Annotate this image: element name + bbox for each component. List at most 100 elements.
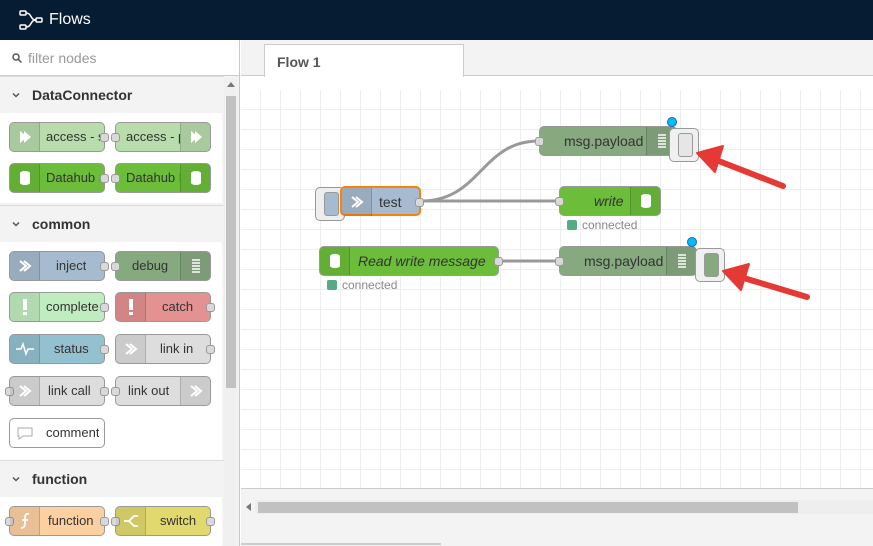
database-icon xyxy=(180,164,210,192)
palette-node-datahub-publish[interactable]: Datahub Publish xyxy=(111,163,211,193)
flow-node-test[interactable]: test xyxy=(340,186,424,216)
category-function-body: function switch xyxy=(0,497,222,546)
palette-node-link-out[interactable]: link out xyxy=(111,376,211,406)
palette-node-debug[interactable]: debug xyxy=(111,251,211,281)
input-port[interactable] xyxy=(5,387,14,396)
palette-node-complete[interactable]: complete xyxy=(9,292,109,322)
input-port[interactable] xyxy=(111,174,120,183)
chevron-down-icon xyxy=(12,476,20,482)
inject-arrow-icon xyxy=(10,252,40,280)
search-icon xyxy=(12,52,22,63)
palette-node-inject[interactable]: inject xyxy=(9,251,109,281)
function-icon xyxy=(10,507,40,535)
flow-node-write[interactable]: write xyxy=(555,186,661,216)
read-node-status: connected xyxy=(327,278,397,292)
status-dot-icon xyxy=(327,280,337,290)
output-port[interactable] xyxy=(100,133,109,142)
comment-icon xyxy=(10,419,40,447)
output-port[interactable] xyxy=(100,262,109,271)
flow-canvas[interactable]: test msg.payload write connected xyxy=(241,90,873,488)
input-port[interactable] xyxy=(111,133,120,142)
input-port[interactable] xyxy=(555,257,564,266)
tab-flow-1[interactable]: Flow 1 xyxy=(264,44,464,77)
red-arrow-icon xyxy=(722,263,810,300)
category-common-header[interactable]: common xyxy=(0,205,224,241)
status-dot-icon xyxy=(567,220,577,230)
debug-list-icon xyxy=(180,252,210,280)
category-label: DataConnector xyxy=(32,86,133,103)
link-in-icon xyxy=(116,335,146,363)
debug-toggle-button-on[interactable] xyxy=(695,248,725,282)
palette-node-status[interactable]: status xyxy=(9,334,109,364)
annotation-layer xyxy=(696,145,810,300)
output-port[interactable] xyxy=(415,198,424,207)
node-red-logo-icon xyxy=(19,10,43,30)
wire-test-to-debug1 xyxy=(420,139,540,203)
output-port[interactable] xyxy=(100,387,109,396)
category-function-header[interactable]: function xyxy=(0,460,224,496)
scroll-up-arrow-icon[interactable] xyxy=(227,82,235,87)
workspace-tabbar: Flow 1 xyxy=(241,40,873,77)
app-header: Flows xyxy=(0,0,873,40)
workspace-horizontal-scrollbar[interactable] xyxy=(241,488,873,546)
database-icon xyxy=(320,247,350,275)
exclamation-icon xyxy=(116,293,146,321)
palette-node-switch[interactable]: switch xyxy=(111,506,215,536)
input-port[interactable] xyxy=(111,387,120,396)
database-icon xyxy=(10,164,40,192)
palette-scrollbar[interactable] xyxy=(224,78,238,546)
category-dataconnector-header[interactable]: DataConnector xyxy=(0,76,224,112)
pulse-icon xyxy=(10,335,40,363)
node-palette: DataConnector access - subscribe access … xyxy=(0,40,240,546)
link-out-icon xyxy=(180,377,210,405)
scrollbar-thumb[interactable] xyxy=(258,502,798,513)
arrow-in-icon xyxy=(10,123,40,151)
debug-list-icon xyxy=(666,247,696,275)
scroll-left-arrow-icon[interactable] xyxy=(246,503,251,511)
exclamation-icon xyxy=(10,293,40,321)
output-port[interactable] xyxy=(494,257,503,266)
output-port[interactable] xyxy=(100,517,109,526)
scrollbar-thumb[interactable] xyxy=(226,96,236,388)
input-port[interactable] xyxy=(111,517,120,526)
input-port[interactable] xyxy=(5,517,14,526)
output-port[interactable] xyxy=(100,174,109,183)
input-port[interactable] xyxy=(555,197,564,206)
category-common-body: inject debug complete catch status xyxy=(0,242,222,460)
palette-node-function[interactable]: function xyxy=(5,506,109,536)
output-port[interactable] xyxy=(206,345,215,354)
wires-layer xyxy=(420,139,559,263)
debug-toggle-inner xyxy=(704,253,719,277)
input-port[interactable] xyxy=(535,137,544,146)
red-arrow-icon xyxy=(696,145,786,189)
palette-node-link-in[interactable]: link in xyxy=(115,334,215,364)
flow-node-debug-2[interactable]: msg.payload xyxy=(555,246,697,276)
debug-toggle-inner xyxy=(678,133,693,157)
debug-toggle-button-off[interactable] xyxy=(669,128,699,162)
input-port[interactable] xyxy=(111,262,120,271)
category-label: common xyxy=(32,215,91,232)
flow-node-read-write-message[interactable]: Read write message xyxy=(319,246,503,276)
output-port[interactable] xyxy=(100,345,109,354)
scrollbar-track[interactable] xyxy=(255,500,873,514)
switch-icon xyxy=(116,507,146,535)
output-port[interactable] xyxy=(206,303,215,312)
palette-node-access-publish[interactable]: access - publish xyxy=(111,122,211,152)
palette-node-access-subscribe[interactable]: access - subscribe xyxy=(9,122,109,152)
chevron-down-icon xyxy=(12,221,20,227)
workspace: Flow 1 test msg.payload xyxy=(241,40,873,546)
output-port[interactable] xyxy=(100,303,109,312)
palette-node-datahub-subscribe[interactable]: Datahub Subscribe xyxy=(9,163,109,193)
flow-node-debug-1[interactable]: msg.payload xyxy=(535,126,677,156)
inject-trigger-inner xyxy=(324,192,339,216)
output-port[interactable] xyxy=(206,517,215,526)
palette-node-link-call[interactable]: link call xyxy=(5,376,109,406)
palette-node-catch[interactable]: catch xyxy=(115,292,215,322)
footer-divider xyxy=(241,543,441,545)
filter-nodes-input[interactable] xyxy=(28,49,228,66)
arrow-out-icon xyxy=(180,123,210,151)
chevron-down-icon xyxy=(12,92,20,98)
palette-search xyxy=(0,40,239,76)
palette-node-comment[interactable]: comment xyxy=(9,418,105,448)
